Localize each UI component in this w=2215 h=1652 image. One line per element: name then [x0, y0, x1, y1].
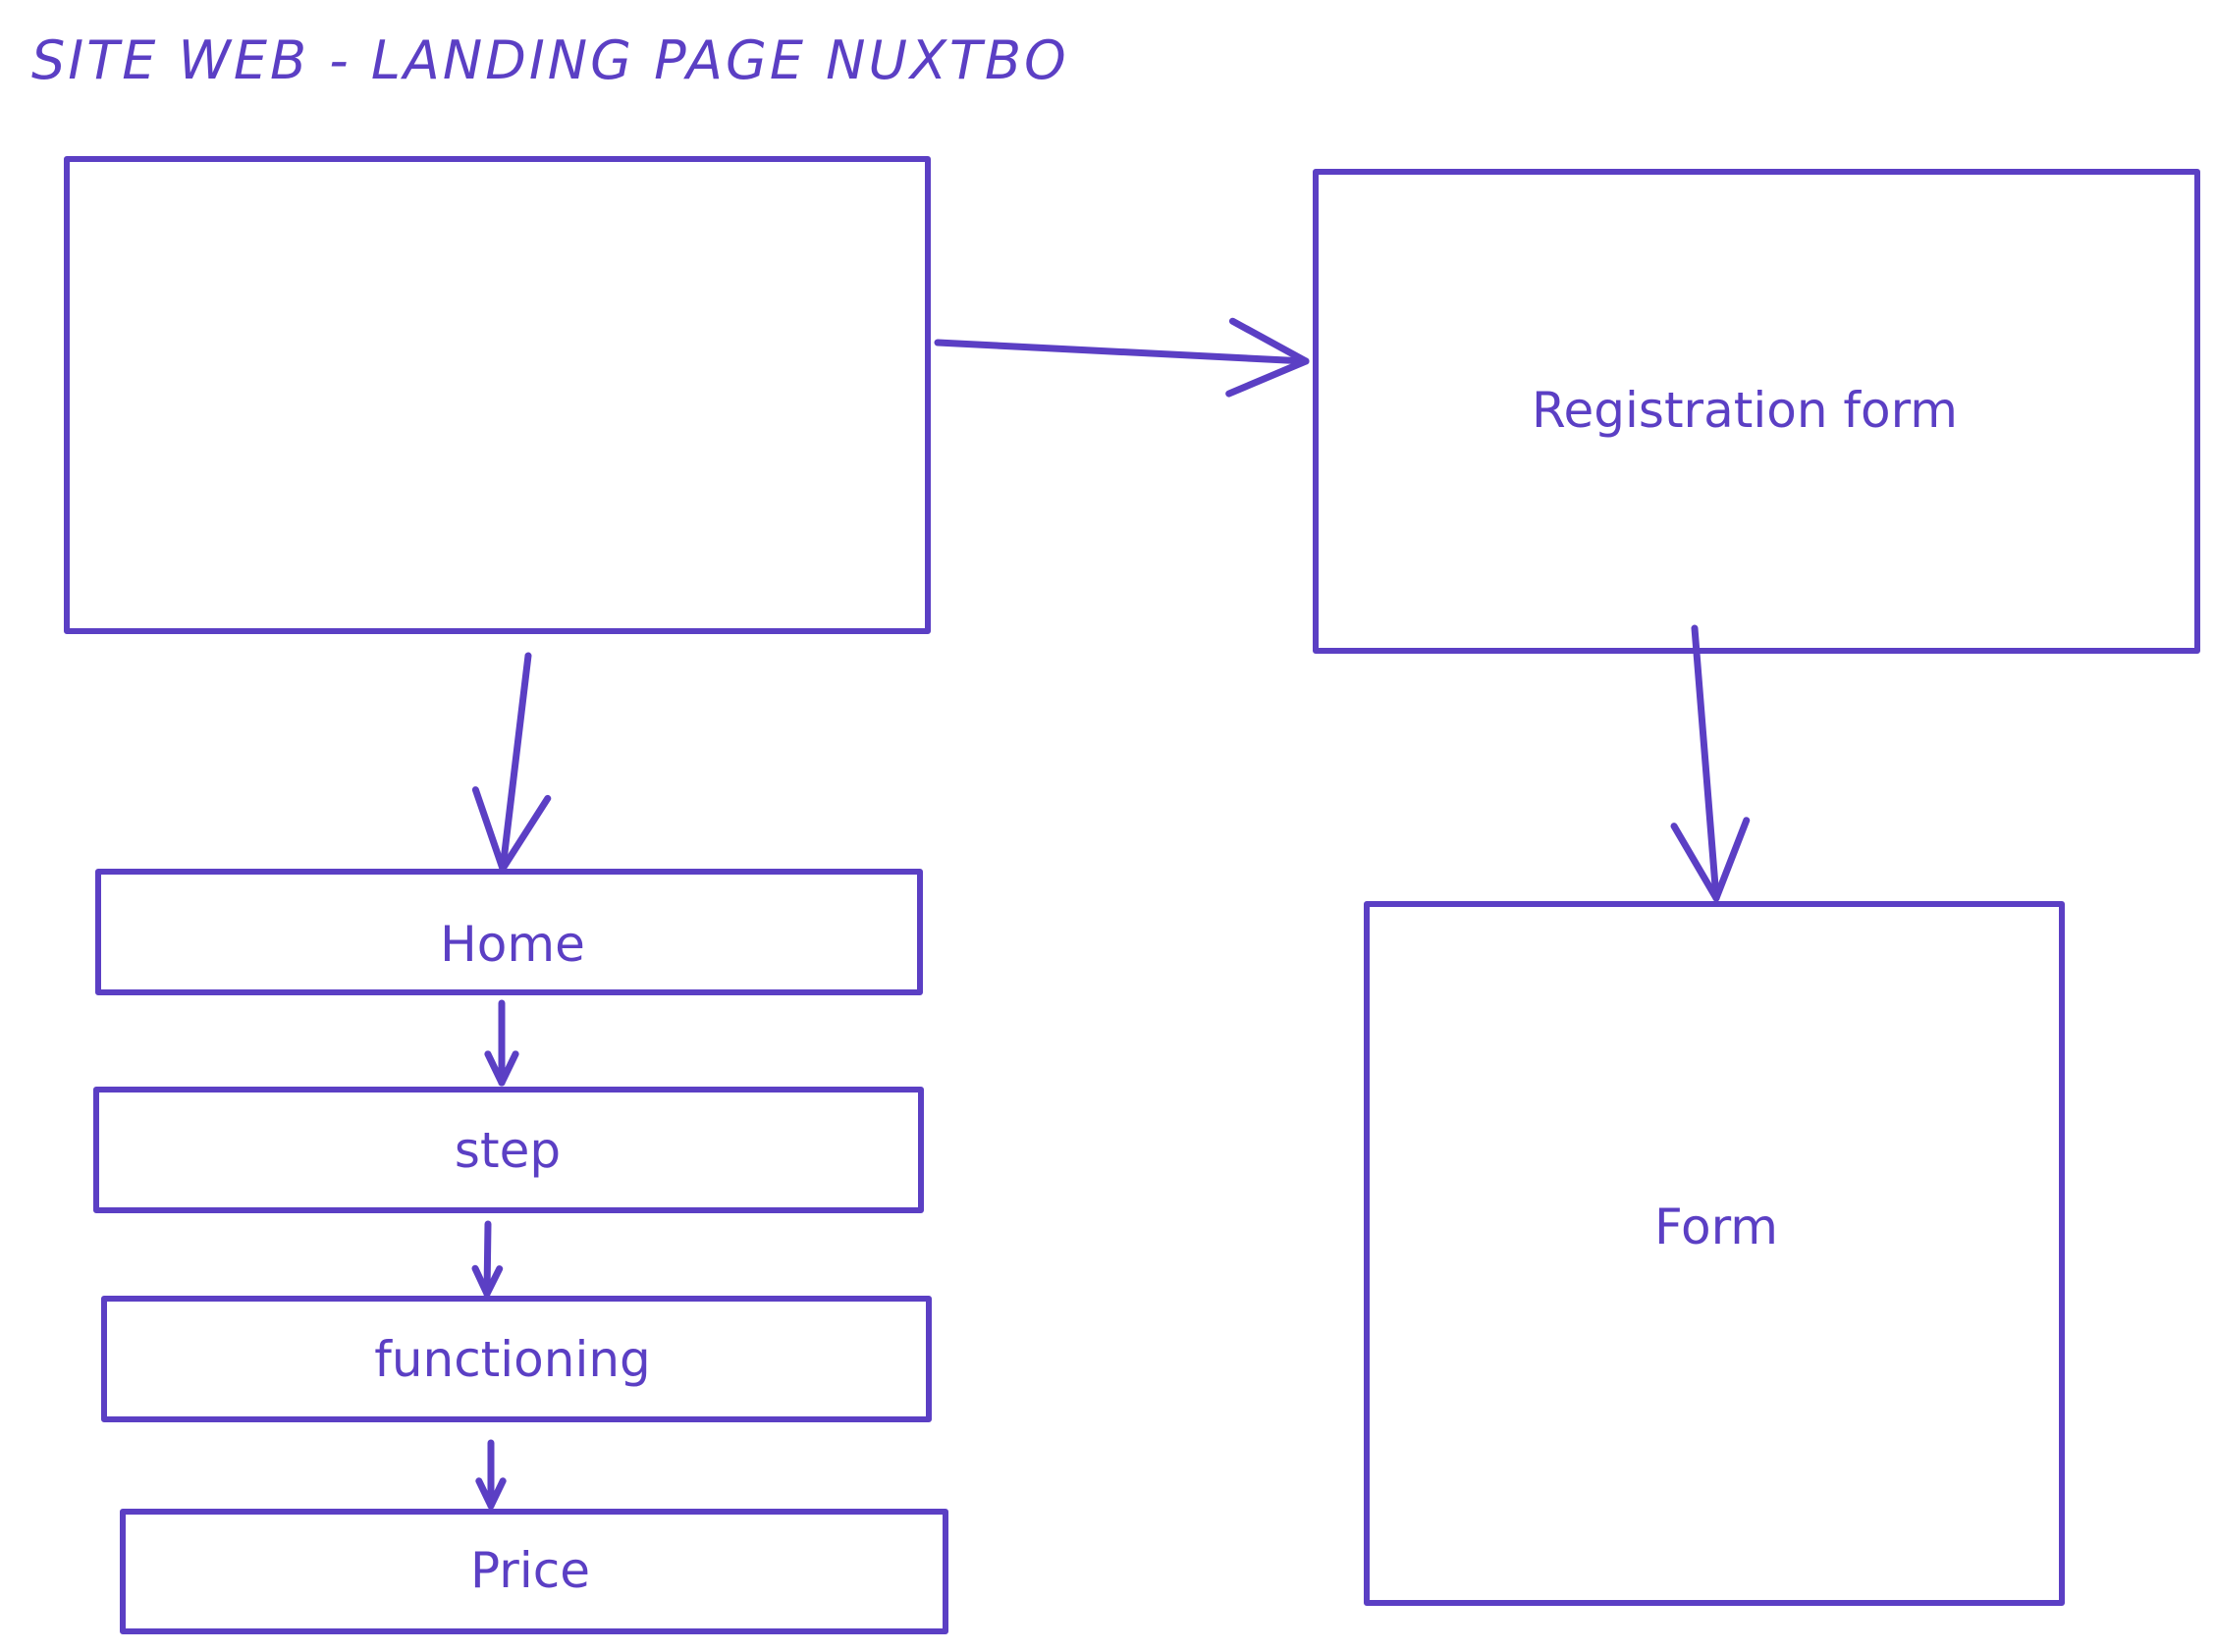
edge-step-functioning	[471, 1220, 504, 1298]
node-box-step	[93, 1087, 924, 1213]
node-label-home: Home	[440, 916, 585, 973]
node-box-form	[1364, 901, 2065, 1606]
diagram-title: SITE WEB - LANDING PAGE NUXTBO	[31, 29, 1069, 91]
edge-functioning-price	[475, 1439, 507, 1510]
node-label-step: step	[454, 1122, 562, 1179]
node-box-registration	[1313, 169, 2200, 654]
node-box-main	[64, 156, 931, 634]
node-label-price: Price	[470, 1542, 590, 1599]
node-box-functioning	[101, 1296, 932, 1422]
edge-main-registration	[934, 317, 1310, 398]
node-box-home	[95, 869, 923, 995]
node-label-functioning: functioning	[374, 1331, 651, 1388]
node-label-form: Form	[1654, 1199, 1778, 1255]
node-label-registration: Registration form	[1532, 382, 1958, 439]
edge-home-step	[484, 999, 519, 1087]
node-box-price	[120, 1509, 948, 1634]
edge-main-home	[471, 652, 552, 873]
edge-registration-form	[1670, 624, 1751, 902]
